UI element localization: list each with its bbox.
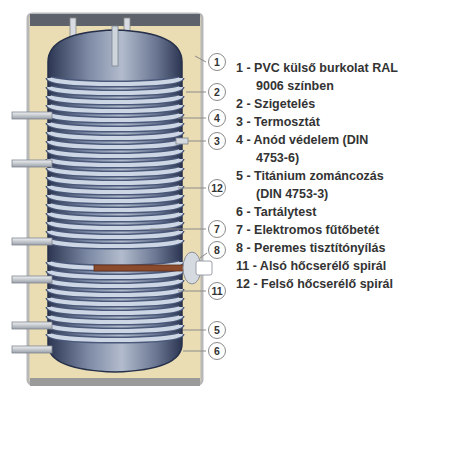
- casing: [28, 14, 202, 384]
- part-list: 1 - PVC külső burkolat RAL 9006 színben2…: [236, 59, 412, 293]
- anode: [112, 26, 118, 66]
- callout-text: 3: [214, 136, 220, 147]
- callout-number: 11: [208, 282, 226, 300]
- callout-number: 1: [208, 53, 226, 71]
- part-label: 8 - Peremes tisztítónyílás: [236, 239, 412, 257]
- callout-text: 1: [214, 57, 220, 68]
- callout-text: 6: [214, 346, 220, 357]
- callout-text: 8: [214, 245, 220, 256]
- callout-number: 4: [208, 109, 226, 127]
- part-label: 3 - Termosztát: [236, 113, 412, 131]
- part-label: 4 - Anód védelem (DIN 4753-6): [236, 131, 376, 167]
- callout-text: 5: [214, 325, 220, 336]
- part-label: 11 - Alsó hőcserélő spirál: [236, 257, 412, 275]
- part-label: 5 - Titánium zománcozás (DIN 4753-3): [236, 167, 412, 203]
- callout-number: 2: [208, 83, 226, 101]
- callout-number: 7: [208, 220, 226, 238]
- callout-text: 7: [214, 224, 220, 235]
- callout-number: 5: [208, 321, 226, 339]
- part-label: 7 - Elektromos fűtőbetét: [236, 221, 412, 239]
- callout-number: 3: [208, 132, 226, 150]
- heater-rod: [94, 265, 190, 271]
- callout-text: 4: [214, 113, 220, 124]
- part-label: 12 - Felső hőcserélő spirál: [236, 275, 412, 293]
- tank-body: [48, 30, 182, 372]
- callout-number: 8: [208, 241, 226, 259]
- part-label: 6 - Tartálytest: [236, 203, 412, 221]
- part-label: 1 - PVC külső burkolat RAL 9006 színben: [236, 59, 404, 95]
- callout-number: 12: [208, 179, 226, 197]
- callout-text: 11: [211, 286, 222, 297]
- callout-number: 6: [208, 342, 226, 360]
- callout-text: 2: [214, 87, 220, 98]
- part-label: 2 - Szigetelés: [236, 95, 412, 113]
- base: [30, 378, 200, 386]
- top-cap: [30, 14, 200, 26]
- callout-text: 12: [211, 183, 223, 194]
- leader-lines: [150, 56, 207, 351]
